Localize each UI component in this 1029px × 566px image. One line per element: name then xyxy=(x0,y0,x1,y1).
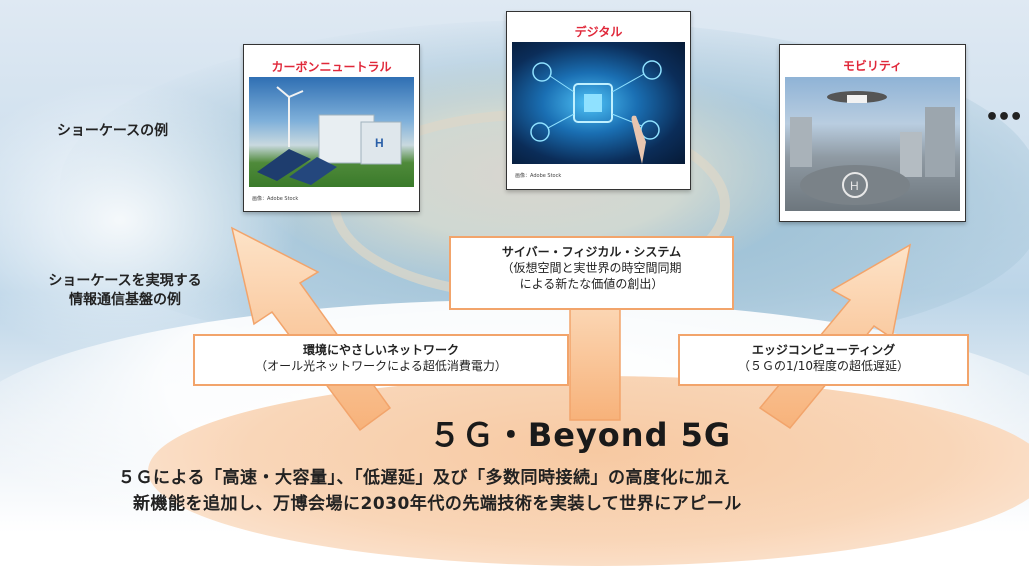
cps-line1: （仮想空間と実世界の時空間同期 xyxy=(501,261,682,275)
image-credit: 画像：Adobe Stock xyxy=(515,173,562,179)
carbon-neutral-image: H xyxy=(249,77,414,187)
edge-title: エッジコンピューティング xyxy=(751,343,896,357)
green-network-box: 環境にやさしいネットワーク （オール光ネットワークによる超低消費電力） xyxy=(193,334,569,386)
card-title: モビリティ xyxy=(842,59,903,73)
digital-image xyxy=(512,42,685,164)
svg-text:H: H xyxy=(375,136,384,150)
arrow-left xyxy=(230,226,392,432)
base-title: ５Ｇ・Beyond 5G xyxy=(428,416,732,454)
cps-box: サイバー・フィジカル・システム （仮想空間と実世界の時空間同期 による新たな価値… xyxy=(449,236,734,310)
network-title: 環境にやさしいネットワーク xyxy=(302,343,459,357)
svg-text:H: H xyxy=(850,179,859,193)
infra-label-line1: ショーケースを実現する xyxy=(48,273,202,289)
base-desc-line1: ５Ｇによる「高速・大容量」、「低遅延」及び「多数同時接続」の高度化に加え xyxy=(118,468,731,488)
infra-examples-label: ショーケースを実現する 情報通信基盤の例 xyxy=(5,272,245,310)
card-mobility: モビリティ H xyxy=(779,44,966,222)
edge-computing-box: エッジコンピューティング （５Ｇの1/10程度の超低遅延） xyxy=(678,334,969,386)
showcase-examples-label: ショーケースの例 xyxy=(56,123,169,139)
card-title: デジタル xyxy=(574,25,623,39)
cps-title: サイバー・フィジカル・システム xyxy=(501,245,682,259)
card-digital: デジタル 画像：Adobe Stock xyxy=(506,11,691,190)
card-title: カーボンニュートラル xyxy=(271,60,392,74)
network-desc: （オール光ネットワークによる超低消費電力） xyxy=(255,359,507,373)
cps-line2: による新たな価値の創出） xyxy=(519,277,664,291)
mobility-image: H xyxy=(785,77,960,211)
image-credit: 画像：Adobe Stock xyxy=(252,196,299,202)
edge-desc: （５Ｇの1/10程度の超低遅延） xyxy=(738,359,909,373)
infra-label-line2: 情報通信基盤の例 xyxy=(69,292,181,308)
more-examples-ellipsis: ••• xyxy=(985,105,1023,130)
base-desc-line2: 新機能を追加し、万博会場に2030年代の先端技術を実装して世界にアピール xyxy=(133,494,742,514)
card-carbon-neutral: カーボンニュートラル H 画像：Adobe Stock xyxy=(243,44,420,212)
